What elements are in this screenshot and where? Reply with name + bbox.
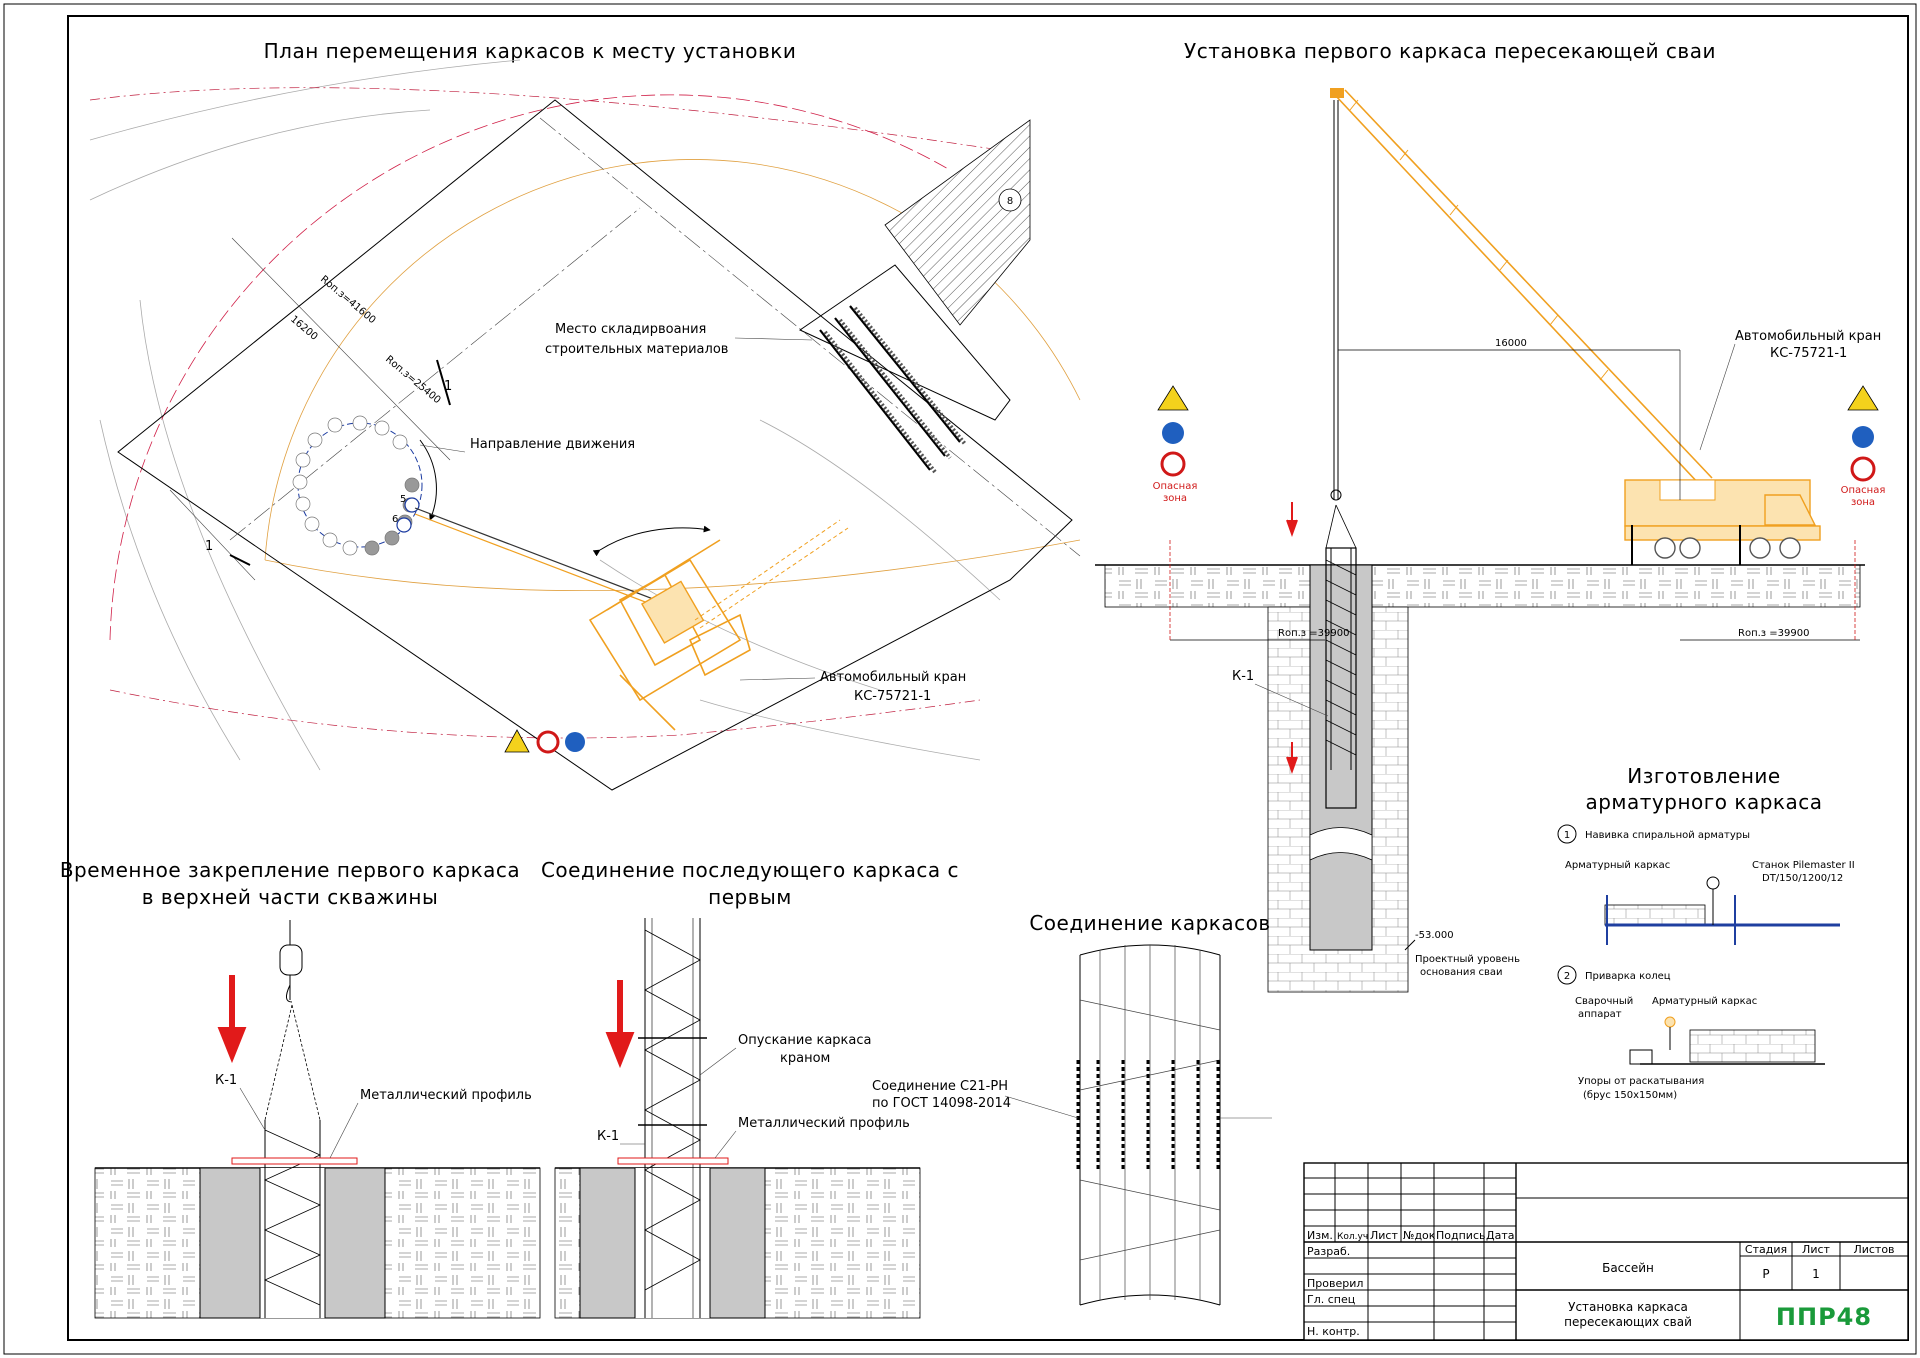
stops-label-2: (брус 150х150мм) [1583, 1090, 1677, 1101]
crane-plan [588, 519, 849, 731]
welder-label-2: аппарат [1578, 1009, 1622, 1020]
connection-label-2: по ГОСТ 14098-2014 [872, 1096, 1011, 1111]
install-view: Установка первого каркаса пересекающей с… [1095, 39, 1886, 993]
danger-zone-left-1: Опасная [1153, 481, 1198, 492]
outer-frame [3, 3, 1917, 1355]
ppr48-logo: ППР48 [1776, 1303, 1872, 1331]
level-note-1: Проектный уровень [1415, 954, 1520, 965]
manufacture-title-2: арматурного каркаса [1585, 790, 1822, 814]
stops-label-1: Упоры от раскатывания [1578, 1076, 1704, 1087]
tb-stage: Р [1762, 1267, 1769, 1281]
manufacture-title-1: Изготовление [1627, 764, 1780, 788]
lowering-label-1: Опускание каркаса [738, 1033, 871, 1048]
step1-label: Навивка спиральной арматуры [1585, 830, 1750, 841]
pile-5-label: 5 [400, 494, 406, 505]
tb-project: Бассейн [1602, 1261, 1654, 1275]
frame-label-1: Арматурный каркас [1565, 860, 1670, 871]
machine-label-1: Станок Pilemaster II [1752, 860, 1855, 871]
temp-fix-profile: Металлический профиль [360, 1088, 532, 1103]
install-crane-label-1: Автомобильный кран [1735, 329, 1881, 344]
temp-fix-title-1: Временное закрепление первого каркаса [60, 858, 520, 882]
level-mark: -53.000 [1415, 930, 1454, 941]
radius-left: Rоп.з =39900 [1278, 628, 1349, 639]
install-signs-right: Опасная зона [1841, 385, 1886, 508]
tb-role-glspec: Гл. спец [1307, 1293, 1355, 1306]
plan-crane-label-2: КС-75721-1 [854, 689, 931, 704]
dim-16200: 16200 [288, 314, 319, 343]
plan-view: План перемещения каркасов к месту устано… [89, 39, 1081, 791]
tb-col-koluch: Кол.уч [1337, 1232, 1368, 1242]
connect-next-view: Соединение последующего каркаса с первым… [541, 858, 1011, 1319]
radius-41600: Rоп.з=41600 [318, 274, 377, 326]
install-signs-left: Опасная зона [1153, 385, 1198, 504]
radius-right: Rоп.з =39900 [1738, 628, 1809, 639]
manufacture-view: Изготовление арматурного каркаса 1 Навив… [1557, 764, 1855, 1101]
section-mark-bottom: 1 [205, 539, 213, 554]
tb-col-podpis: Подпись [1436, 1229, 1485, 1242]
machine-label-2: DT/150/1200/12 [1762, 873, 1843, 884]
joint-view: Соединение каркасов [1004, 911, 1272, 1306]
danger-zone-left-2: зона [1163, 493, 1187, 504]
connection-label-1: Соединение С21-РН [872, 1079, 1008, 1094]
section-mark-top: 1 [444, 379, 452, 394]
axis-8-label: 8 [1007, 196, 1013, 207]
frame-label-2: Арматурный каркас [1652, 996, 1757, 1007]
reach-dim: 16000 [1495, 338, 1527, 349]
connect-k1: К-1 [597, 1129, 619, 1144]
direction-label: Направление движения [470, 437, 635, 452]
plan-safety-signs [504, 729, 585, 754]
level-note-2: основания сваи [1420, 967, 1503, 978]
plan-title: План перемещения каркасов к месту устано… [264, 39, 797, 63]
tb-sheet-header: Лист [1802, 1243, 1830, 1256]
step1-num: 1 [1564, 830, 1570, 841]
storage-label-2: строительных материалов [545, 342, 728, 357]
danger-zone-right-2: зона [1851, 497, 1875, 508]
tb-role-razrab: Разраб. [1307, 1245, 1350, 1258]
plan-crane-label-1: Автомобильный кран [820, 670, 966, 685]
connect-title-1: Соединение последующего каркаса с [541, 858, 959, 882]
temp-fix-k1: К-1 [215, 1073, 237, 1088]
radius-25400: Rоп.з=25400 [383, 354, 442, 406]
tb-sheets-header: Листов [1853, 1243, 1894, 1256]
install-title: Установка первого каркаса пересекающей с… [1184, 39, 1716, 63]
install-k1: К-1 [1232, 669, 1254, 684]
danger-zone-right-1: Опасная [1841, 485, 1886, 496]
tb-col-izm: Изм. [1307, 1229, 1333, 1242]
tb-role-proveril: Проверил [1307, 1277, 1363, 1290]
crane-elevation [1330, 88, 1821, 565]
tb-col-list: Лист [1370, 1229, 1398, 1242]
install-crane-label-2: КС-75721-1 [1770, 346, 1847, 361]
step2-num: 2 [1564, 971, 1570, 982]
connect-profile: Металлический профиль [738, 1116, 910, 1131]
inner-frame [67, 15, 1909, 1341]
temp-fix-view: Временное закрепление первого каркаса в … [60, 858, 541, 1319]
tb-sheet: 1 [1812, 1267, 1820, 1281]
lowering-label-2: краном [780, 1051, 830, 1066]
connect-title-2: первым [708, 885, 792, 909]
joint-title: Соединение каркасов [1029, 911, 1270, 935]
tb-role-nkontr: Н. контр. [1307, 1325, 1360, 1338]
tb-stage-header: Стадия [1745, 1243, 1787, 1256]
title-block: Изм. Кол.уч Лист №док Подпись Дата Разра… [1303, 1162, 1909, 1341]
welder-label-1: Сварочный [1575, 996, 1633, 1007]
step2-label: Приварка колец [1585, 971, 1671, 982]
temp-fix-title-2: в верхней части скважины [142, 885, 439, 909]
tb-sheet-title-1: Установка каркаса [1568, 1300, 1688, 1314]
tb-sheet-title-2: пересекающих свай [1564, 1315, 1692, 1329]
tb-col-ndok: №док [1403, 1229, 1436, 1242]
storage-label-1: Место складирвоания [555, 322, 706, 337]
pile-6-label: 6 [392, 514, 398, 525]
tb-col-data: Дата [1486, 1229, 1514, 1242]
